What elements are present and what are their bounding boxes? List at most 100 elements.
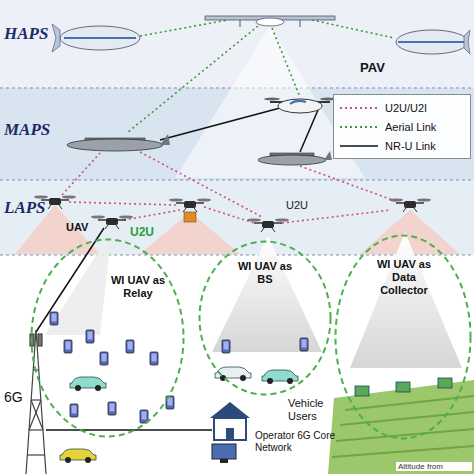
core-network [226, 428, 234, 440]
aerial-links [140, 20, 228, 36]
haps-platforms [64, 37, 136, 39]
layer-name: HAPS [4, 24, 64, 44]
haps-platforms [52, 24, 60, 52]
vehicles [262, 370, 298, 384]
laps-drones [34, 195, 431, 232]
altitude-grounds [0, 0, 474, 88]
core-network-label: Operator 6G Core Network [255, 430, 343, 454]
user-devices [100, 352, 108, 365]
haps-platforms [398, 41, 466, 43]
ellipse-outline [336, 236, 471, 439]
laps-drones [247, 218, 289, 232]
cell-tower [29, 400, 41, 430]
haps-platforms [300, 20, 301, 27]
cell-tower [26, 330, 46, 474]
legend-text: U2U/U2I [385, 102, 427, 114]
u2u-links [69, 202, 176, 205]
legend-row: Aerial Link [339, 117, 465, 136]
cell-tower [31, 399, 41, 400]
maps-uavs [324, 151, 332, 160]
legend-sample [339, 123, 379, 131]
cell-tower [36, 330, 46, 474]
farm-field [355, 386, 369, 396]
u2u-links [62, 152, 398, 223]
farm-field [328, 378, 474, 474]
legend-row: U2U/U2I [339, 98, 465, 117]
core-network [212, 444, 236, 459]
u2u-links [140, 152, 262, 217]
user-devices [222, 340, 230, 353]
farm-field [396, 382, 410, 392]
user-devices [300, 338, 308, 351]
ellipse-outline [200, 242, 331, 395]
legend-line [340, 126, 378, 128]
axis-note: Altitude from [396, 462, 472, 471]
cell-tower [29, 429, 43, 430]
legend-box: U2U/U2I Aerial LinkNR-U Link [333, 94, 471, 159]
core-network [214, 418, 246, 440]
user-devices [108, 402, 116, 415]
maps-uavs [160, 134, 170, 145]
device-label: UAV [66, 221, 96, 233]
ellipse-title: WI UAV as Relay [110, 274, 166, 300]
link-label: U2U [130, 225, 170, 239]
nr-u-links [300, 110, 318, 152]
link-label: U2U [286, 199, 326, 211]
user-devices [86, 330, 94, 343]
laps-drones [169, 198, 211, 212]
laps-drones [91, 215, 133, 229]
legend-line [340, 107, 378, 109]
cell-tower [38, 334, 42, 346]
u2u-links [282, 210, 391, 223]
pav-vehicle [278, 99, 322, 113]
haps-platforms [464, 30, 470, 54]
haps-platforms [396, 30, 468, 54]
farm-field [332, 446, 474, 457]
legend-row: NR-U Link [339, 136, 465, 155]
haps-platforms [60, 26, 140, 50]
ellipse-outline [32, 240, 184, 437]
coverage-ellipse: WI UAV as Data Collector [334, 234, 472, 440]
cell-tower [31, 400, 43, 430]
altitude-band: LAPS [0, 180, 474, 255]
farm-field [345, 396, 474, 410]
laps-drones [184, 212, 196, 222]
coverage-cones [15, 26, 462, 368]
ellipse-title: WI UAV as Data Collector [374, 258, 434, 297]
legend-line [340, 145, 378, 147]
pav-vehicle [264, 98, 280, 101]
legend-sample [339, 142, 379, 150]
user-label: Vehicle Users [288, 397, 338, 423]
altitude-band: HAPS [0, 0, 474, 88]
u2u-links [62, 153, 100, 195]
vehicle-label: PAV [360, 60, 400, 75]
legend-text: NR-U Link [385, 140, 436, 152]
layer-name: LAPS [4, 198, 64, 218]
nr-u-links [160, 108, 280, 140]
haps-platforms [256, 18, 284, 26]
aerial-links [312, 20, 394, 38]
nr-u-links [46, 429, 212, 431]
maps-uavs [258, 155, 326, 165]
farm-field [438, 378, 452, 388]
altitude-grounds [0, 180, 474, 181]
coverage-cones [45, 230, 112, 335]
maps-uavs [67, 134, 332, 165]
core-network [220, 459, 228, 463]
legend-sample [339, 104, 379, 112]
core-network [210, 402, 250, 463]
user-devices [126, 340, 134, 353]
pav-vehicle [264, 98, 336, 114]
aerial-links [272, 28, 300, 97]
u2u-links [300, 166, 398, 202]
ellipse-title: WI UAV as BS [235, 260, 295, 286]
network-label: 6G [4, 389, 26, 405]
user-devices [150, 352, 158, 365]
haps-platforms [240, 20, 241, 27]
user-devices [50, 312, 58, 325]
vehicles [70, 377, 106, 391]
legend-text: Aerial Link [385, 121, 436, 133]
